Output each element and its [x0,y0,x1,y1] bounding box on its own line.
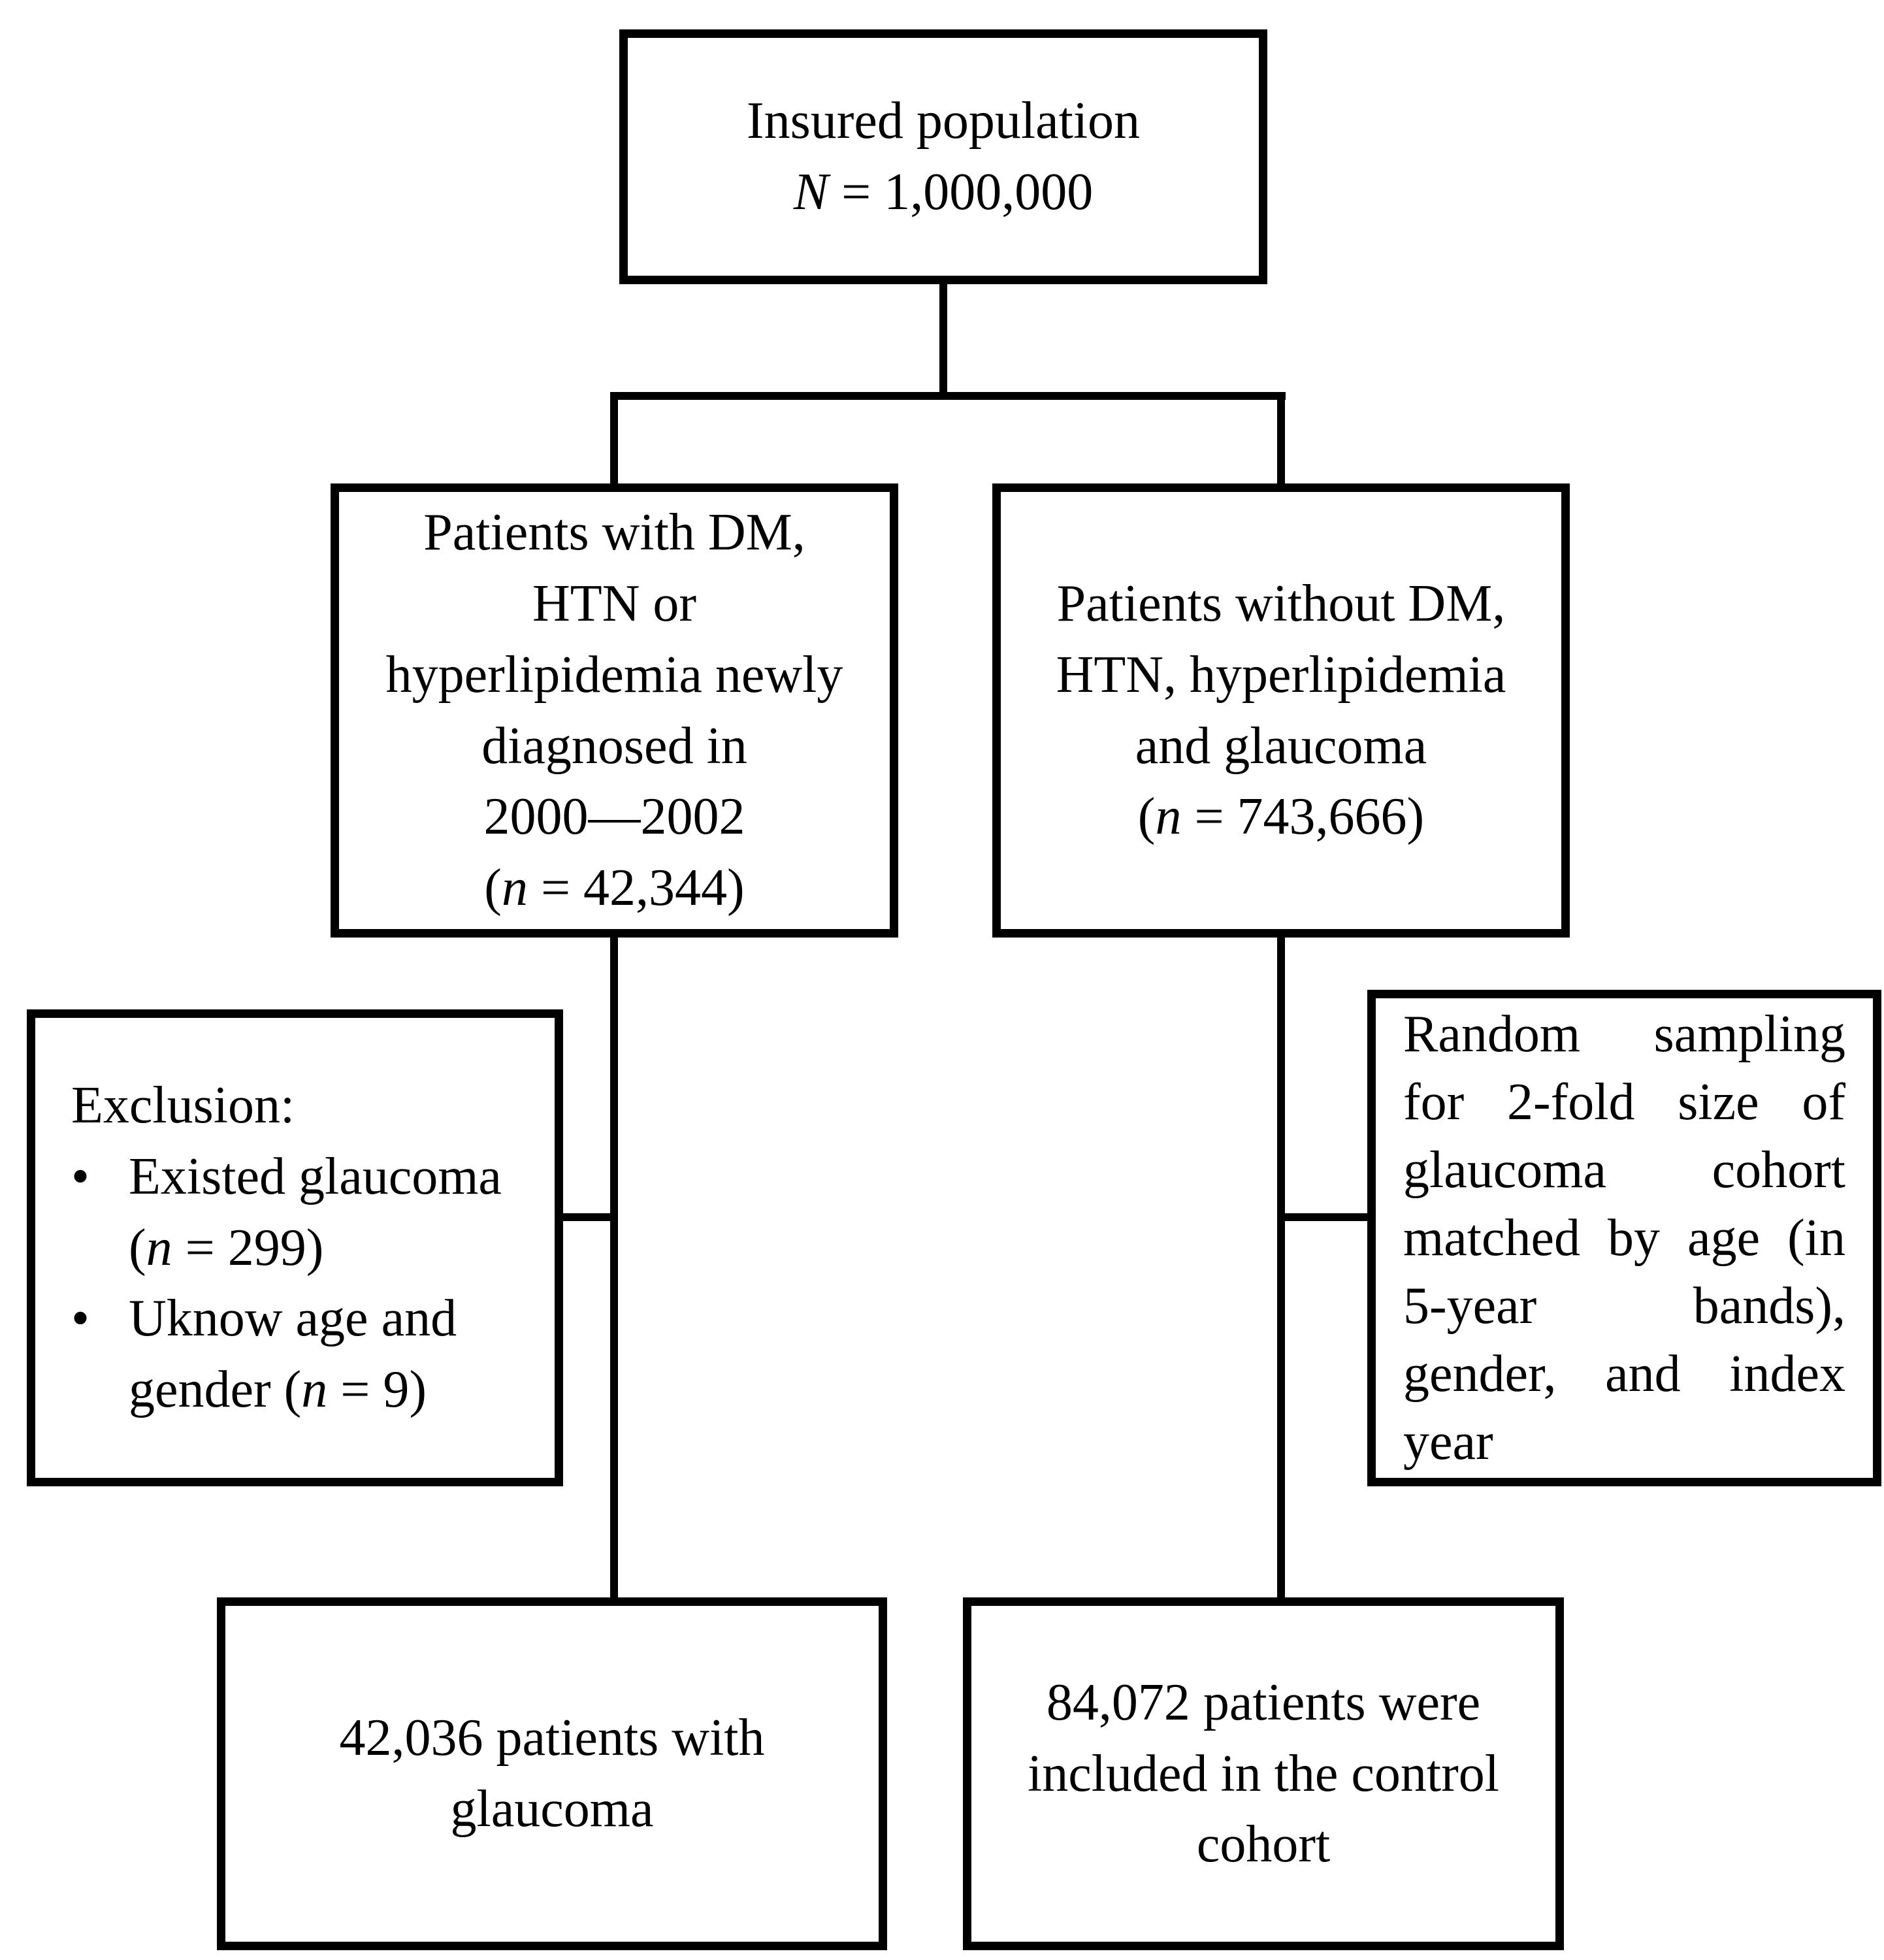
connector-right-drop [1277,399,1285,485]
bullet-icon: • [71,1290,90,1348]
bullet-icon: • [71,1147,90,1205]
connector-left-spine [610,936,618,1599]
exclusion-text: Exclusion:•Existed glaucoma(n = 299)•Ukn… [71,1077,502,1419]
connector-top-riser [939,284,947,400]
box-exclusion: Exclusion:•Existed glaucoma(n = 299)•Ukn… [27,1009,563,1486]
connector-sampling-stub [1277,1213,1371,1221]
connector-right-spine [1277,936,1285,1599]
connector-left-drop [610,399,618,485]
connector-split-bar [610,392,1286,400]
connector-exclusion-stub [560,1213,618,1221]
